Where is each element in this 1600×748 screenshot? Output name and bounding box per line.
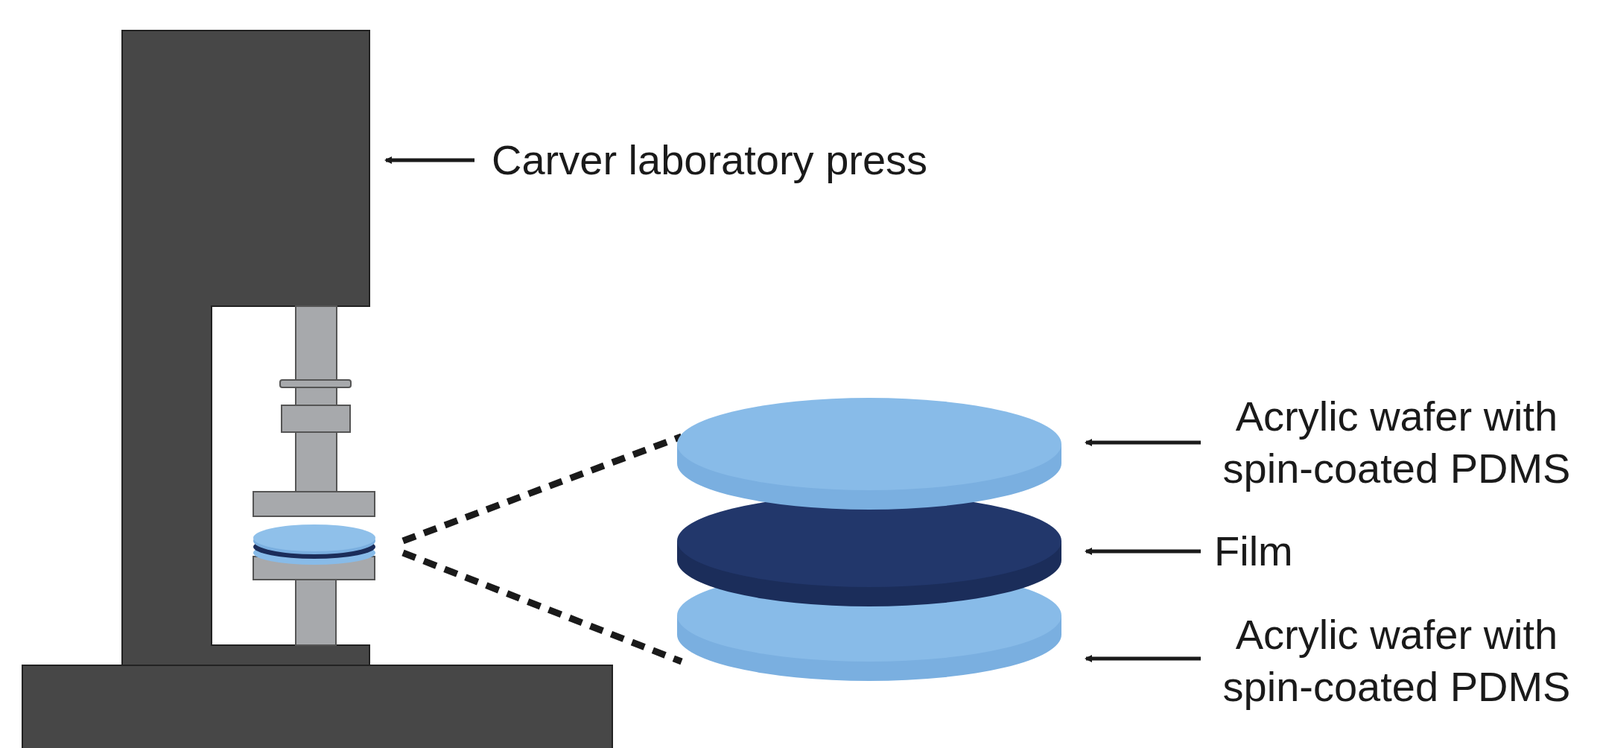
sample-stack [253,524,376,565]
leader-arrow [1086,549,1201,554]
zoom-line [402,552,682,662]
upper-platen [253,491,375,517]
callout-label: Film [1214,525,1294,578]
lower-ram [295,578,336,646]
callout-label: Carver laboratory press [491,134,928,187]
zoom-line [402,436,682,541]
callout-label: Acrylic wafer with spin-coated PDMS [1214,390,1580,495]
top-wafer [677,397,1062,510]
leader-arrow [1086,656,1201,661]
ram-collar [280,379,351,388]
leader-arrow [1086,440,1201,445]
leader-arrow [385,158,475,163]
upper-ram [295,306,337,492]
press-base [22,665,613,748]
callout-label: Acrylic wafer with spin-coated PDMS [1214,608,1580,713]
ram-block [281,405,351,433]
film-disc [677,494,1062,607]
